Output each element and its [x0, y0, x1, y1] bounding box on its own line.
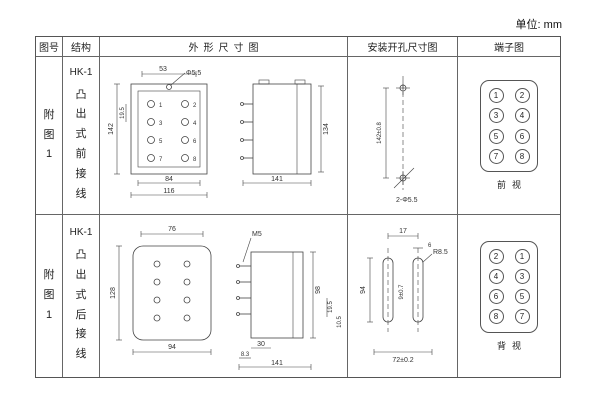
structure-desc: 凸出式前接线 — [75, 88, 87, 200]
terminal-view-label: 前视 — [496, 180, 527, 190]
terminal-view-label: 背视 — [496, 340, 527, 351]
dim-label: 84 — [165, 176, 173, 183]
col-header-fig-no: 图号 — [36, 37, 63, 57]
terminal-number: 6 — [193, 139, 197, 145]
mounting-cell-2: 17 6 R8.5 94 9±0.7 72±0.2 — [348, 215, 458, 377]
terminal-number: 1 — [159, 103, 163, 109]
outline-drawing-rear-wiring: 76 128 94 M5 98 19.5 10.5 — [110, 226, 343, 370]
terminal-circle: 5 — [514, 289, 530, 305]
terminal-number: 5 — [159, 139, 163, 145]
dim-label: 2-Φ5.5 — [396, 197, 418, 204]
outline-drawing-front-wiring: Φ5.5 53 1 2 3 4 5 6 7 8 142 19.5 — [108, 66, 330, 198]
terminal-circle: 6 — [488, 289, 504, 305]
dim-label: 8.3 — [240, 352, 249, 358]
dim-label: 141 — [271, 360, 283, 367]
dim-label: 19.5 — [120, 106, 126, 118]
terminal-number: 3 — [159, 121, 163, 127]
terminal-cell-1: 1 2 3 4 5 6 7 8 前视 — [458, 57, 560, 215]
dim-label: 6 — [428, 243, 432, 249]
terminal-circle: 2 — [488, 248, 504, 264]
dim-label: M5 — [252, 231, 262, 238]
outline-cell-1: Φ5.5 53 1 2 3 4 5 6 7 8 142 19.5 — [100, 57, 348, 215]
fig-no-label: 附图1 — [43, 269, 55, 321]
dim-label: 94 — [168, 344, 176, 351]
mounting-cell-1: 142±0.8 2-Φ5.5 — [348, 57, 458, 215]
terminal-circle: 7 — [514, 309, 530, 325]
dim-label: 53 — [159, 66, 167, 73]
dim-label: 142 — [108, 123, 115, 135]
mounting-drawing-rear-wiring: 17 6 R8.5 94 9±0.7 72±0.2 — [360, 228, 448, 364]
terminal-circle: 4 — [514, 108, 530, 124]
fig-no-label: 附图1 — [43, 108, 55, 161]
terminal-diagram-rear: 2 1 4 3 6 5 8 7 — [480, 240, 538, 333]
dim-label: 76 — [168, 226, 176, 233]
terminal-circle: 8 — [514, 148, 530, 164]
dim-label: 19.5 — [328, 301, 334, 313]
terminal-circle: 3 — [488, 108, 504, 124]
terminal-circle: 1 — [488, 88, 504, 104]
terminal-circle: 3 — [514, 268, 530, 284]
dim-label: R8.5 — [433, 249, 448, 256]
dim-label: 142±0.8 — [377, 121, 383, 143]
terminal-circle: 6 — [514, 128, 530, 144]
dim-label: Φ5.5 — [186, 70, 201, 77]
mounting-drawing-front-wiring: 142±0.8 2-Φ5.5 — [377, 75, 418, 204]
unit-label: 单位: mm — [515, 19, 562, 31]
terminal-circle: 4 — [488, 268, 504, 284]
fig-no-cell-2: 附图1 — [36, 215, 63, 377]
model-label: HK-1 — [69, 66, 93, 78]
terminal-number: 7 — [159, 157, 163, 163]
fig-no-cell-1: 附图1 — [36, 57, 63, 215]
col-header-structure: 结构 — [63, 37, 100, 57]
col-header-terminal: 端子图 — [458, 37, 560, 57]
structure-cell-1: HK-1 凸出式前接线 — [63, 57, 100, 215]
terminal-circle: 7 — [488, 148, 504, 164]
col-header-outline: 外形尺寸图 — [100, 37, 348, 57]
terminal-diagram-front: 1 2 3 4 5 6 7 8 — [480, 80, 538, 172]
dim-label: 134 — [323, 123, 330, 135]
terminal-circle: 8 — [488, 309, 504, 325]
dim-label: 128 — [110, 287, 117, 299]
outline-cell-2: 76 128 94 M5 98 19.5 10.5 — [100, 215, 348, 377]
dim-label: 72±0.2 — [392, 357, 413, 364]
terminal-cell-2: 2 1 4 3 6 5 8 7 背视 — [458, 215, 560, 377]
dim-label: 98 — [315, 286, 322, 294]
terminal-circle: 5 — [488, 128, 504, 144]
dim-label: 9±0.7 — [399, 284, 405, 300]
terminal-number: 8 — [193, 157, 197, 163]
dim-label: 94 — [360, 286, 367, 294]
structure-desc: 凸出式后接线 — [75, 249, 87, 361]
dim-label: 10.5 — [337, 316, 343, 328]
terminal-circle: 1 — [514, 248, 530, 264]
terminal-number: 2 — [193, 103, 197, 109]
dim-label: 116 — [163, 188, 174, 195]
dim-label: 30 — [257, 341, 265, 348]
model-label: HK-1 — [69, 227, 93, 239]
terminal-circle: 2 — [514, 88, 530, 104]
dim-label: 141 — [271, 176, 283, 183]
dim-label: 17 — [399, 228, 407, 235]
col-header-mounting: 安装开孔尺寸图 — [348, 37, 458, 57]
spec-table: 图号 结构 外形尺寸图 安装开孔尺寸图 端子图 附图1 HK-1 凸出式前接线 … — [35, 36, 561, 378]
terminal-number: 4 — [193, 121, 197, 127]
structure-cell-2: HK-1 凸出式后接线 — [63, 215, 100, 377]
